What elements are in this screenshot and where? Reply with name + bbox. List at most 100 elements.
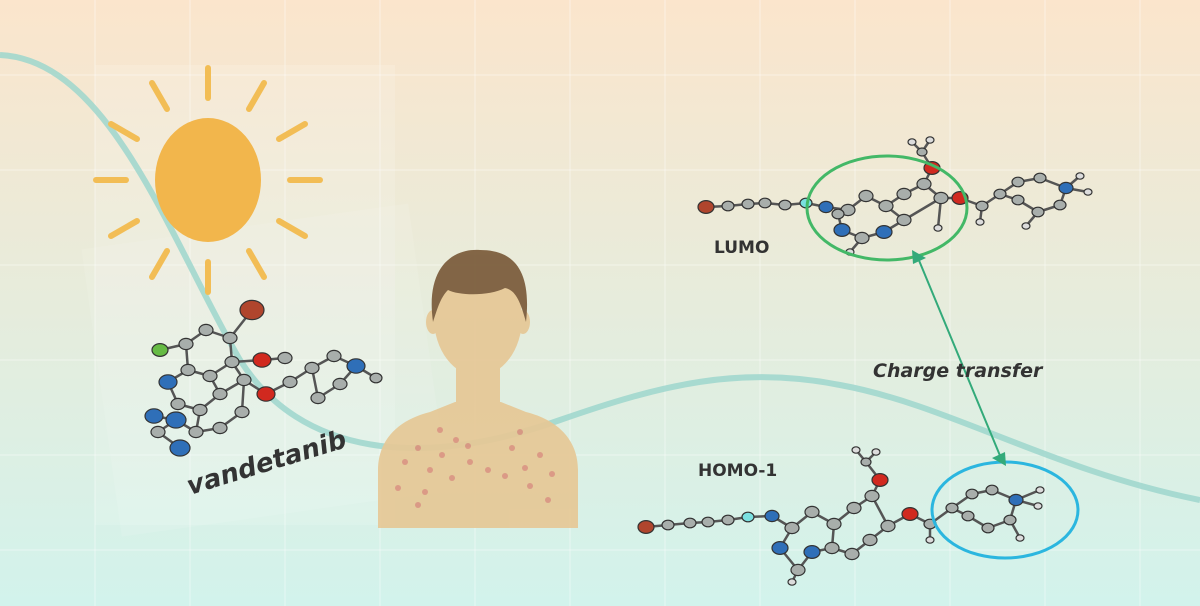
atom-h — [975, 218, 985, 226]
rash-spot — [522, 465, 528, 471]
atom-c — [326, 349, 342, 363]
atom-c — [212, 421, 228, 435]
atom-c — [854, 231, 870, 245]
atom-c — [369, 372, 383, 384]
lumo-label: LUMO — [714, 238, 769, 258]
atom-c — [993, 188, 1007, 200]
atom-n — [169, 439, 191, 457]
atom-c — [896, 187, 912, 201]
rash-spot — [453, 437, 459, 443]
atom-c — [1003, 514, 1017, 526]
rash-spot — [422, 489, 428, 495]
lumo-molecule — [697, 136, 1093, 256]
atom-c — [661, 519, 675, 531]
rash-spot — [485, 467, 491, 473]
atom-c — [170, 397, 186, 411]
atom-h — [1015, 534, 1025, 542]
atom-n — [764, 509, 780, 523]
rash-spot — [437, 427, 443, 433]
person-figure — [378, 249, 578, 528]
sun-disc — [155, 118, 261, 242]
atom-h — [1075, 172, 1085, 180]
atom-c — [862, 533, 878, 547]
atom-c — [1053, 199, 1067, 211]
rash-spot — [517, 429, 523, 435]
atom-c — [150, 425, 166, 439]
atom-n — [1058, 181, 1074, 195]
atom-h — [851, 446, 861, 454]
atom-o — [256, 386, 276, 402]
atom-h — [871, 448, 881, 456]
rash-spot — [395, 485, 401, 491]
atom-c — [234, 405, 250, 419]
atom-c — [310, 391, 326, 405]
sun-ray — [108, 121, 140, 142]
atom-c — [701, 516, 715, 528]
rash-spot — [415, 502, 421, 508]
atom-c — [178, 337, 194, 351]
atom-cl — [151, 343, 169, 358]
arrow-head-bottom — [992, 452, 1006, 466]
atom-c — [683, 517, 697, 529]
atom-c — [1033, 172, 1047, 184]
atom-c — [961, 510, 975, 522]
sun-ray — [246, 80, 267, 112]
atom-n — [1008, 493, 1024, 507]
atom-c — [790, 563, 806, 577]
atom-c — [1031, 206, 1045, 218]
atom-c — [741, 198, 755, 210]
atom-c — [304, 361, 320, 375]
atom-c — [985, 484, 999, 496]
person-hair — [431, 249, 528, 322]
atom-c — [224, 355, 240, 369]
atom-c — [916, 147, 928, 157]
atom-c — [332, 377, 348, 391]
atom-c — [945, 502, 959, 514]
atom-n — [833, 223, 851, 238]
rash-spot — [502, 473, 508, 479]
atom-c — [846, 501, 862, 515]
atom-c — [202, 369, 218, 383]
atom-h — [933, 224, 943, 232]
atom-c — [826, 517, 842, 531]
atom-c — [965, 488, 979, 500]
atom-c — [858, 189, 874, 203]
rash-spot — [402, 459, 408, 465]
atom-c — [758, 197, 772, 209]
atom-c — [784, 521, 800, 535]
charge-transfer-label: Charge transfer — [873, 360, 1044, 382]
rash-spot — [545, 497, 551, 503]
atom-h — [1083, 188, 1093, 196]
atom-n — [165, 411, 187, 429]
atom-c — [212, 387, 228, 401]
rash-spot — [415, 445, 421, 451]
person-ear-right — [516, 310, 530, 334]
atom-br — [637, 519, 655, 534]
sun-icon — [93, 65, 323, 295]
atom-f — [741, 511, 755, 523]
sun-ray — [149, 248, 170, 280]
person-shoulders — [378, 402, 578, 528]
sun-ray — [108, 218, 140, 239]
bond — [903, 196, 942, 222]
rash-spot — [549, 471, 555, 477]
atom-h — [1035, 486, 1045, 494]
atom-br — [697, 200, 715, 215]
atom-h — [1021, 222, 1031, 230]
atom-c — [192, 403, 208, 417]
atom-n — [803, 544, 821, 559]
homo-label: HOMO-1 — [698, 461, 777, 481]
atom-c — [721, 514, 735, 526]
charge-transfer-arrow — [912, 250, 1006, 466]
sun-ray — [276, 218, 308, 239]
atom-c — [878, 199, 894, 213]
atom-h — [907, 138, 917, 146]
atom-n — [346, 358, 366, 374]
atom-h — [1033, 502, 1043, 510]
atom-n — [144, 408, 164, 424]
atom-c — [180, 363, 196, 377]
atom-c — [778, 199, 792, 211]
rash-spot — [537, 452, 543, 458]
